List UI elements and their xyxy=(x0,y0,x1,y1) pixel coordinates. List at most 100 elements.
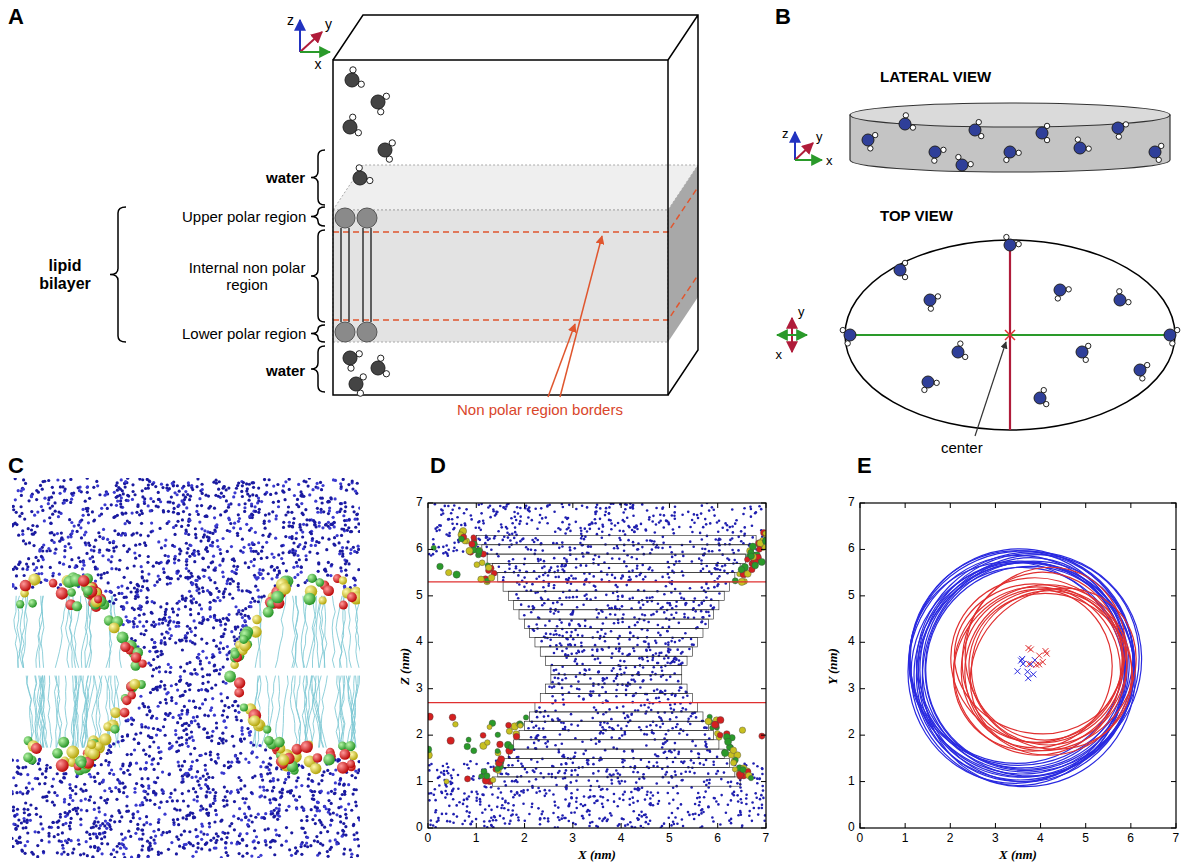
water-dot xyxy=(213,664,216,667)
water-dot xyxy=(133,493,136,496)
water-dot xyxy=(222,575,225,578)
water-dot xyxy=(223,719,226,722)
lipid-tail xyxy=(349,676,358,748)
water-dot xyxy=(51,801,54,804)
water-dot xyxy=(15,574,18,577)
water-dot xyxy=(150,530,153,533)
water-dot xyxy=(213,714,216,717)
water-dot xyxy=(326,500,329,503)
water-dot xyxy=(101,852,104,855)
water-dot xyxy=(68,824,71,827)
water-dot xyxy=(112,742,115,745)
water-dot xyxy=(231,597,234,600)
water-dot xyxy=(136,593,139,596)
water-dot xyxy=(136,810,139,813)
y-axis-arrow xyxy=(795,143,813,160)
water-dot xyxy=(276,483,279,486)
water-dot xyxy=(276,778,279,781)
water-dot xyxy=(129,820,132,823)
water-dot xyxy=(274,517,277,520)
water-dot xyxy=(327,791,330,794)
water-dot xyxy=(206,618,209,621)
oxygen-atom xyxy=(371,361,385,375)
water-dot xyxy=(237,585,240,588)
water-dot xyxy=(136,827,139,830)
water-dot xyxy=(252,743,255,746)
water-dot xyxy=(215,645,218,648)
water-dot xyxy=(264,812,267,815)
water-dot xyxy=(141,570,144,573)
hydrogen-atom xyxy=(903,113,908,118)
x-axis-arrow xyxy=(795,159,822,161)
water-dot xyxy=(165,701,168,704)
water-dot xyxy=(155,734,158,737)
oxygen-atom xyxy=(969,124,981,136)
water-dot xyxy=(135,531,138,534)
water-dot xyxy=(94,539,97,542)
water-dot xyxy=(48,840,51,843)
water-dot xyxy=(67,838,70,841)
water-dot xyxy=(12,505,15,508)
water-dot xyxy=(319,831,322,834)
water-dot xyxy=(141,489,144,492)
water-dot xyxy=(114,515,117,518)
water-dot xyxy=(247,615,250,618)
water-dot xyxy=(93,845,96,848)
water-dot xyxy=(68,803,71,806)
water-dot xyxy=(66,812,69,815)
bilayer-side-face xyxy=(668,165,698,342)
water-dot xyxy=(333,791,336,794)
water-dot xyxy=(232,580,235,583)
water-dot xyxy=(186,625,189,628)
water-dot xyxy=(115,567,118,570)
water-dot xyxy=(158,527,161,530)
water-dot xyxy=(145,596,148,599)
water-dot xyxy=(209,753,212,756)
water-dot xyxy=(241,616,244,619)
water-dot xyxy=(148,842,151,845)
water-dot xyxy=(182,503,185,506)
water-dot xyxy=(347,562,350,565)
water-dot xyxy=(314,814,317,817)
water-dot xyxy=(169,582,172,585)
water-dot xyxy=(322,510,325,513)
water-dot xyxy=(146,856,149,858)
water-dot xyxy=(96,484,99,487)
water-dot xyxy=(36,844,39,847)
water-dot xyxy=(267,572,270,575)
water-dot xyxy=(212,626,215,629)
water-dot xyxy=(240,818,243,821)
water-dot xyxy=(352,793,355,796)
water-dot xyxy=(219,623,222,626)
water-dot xyxy=(334,768,337,771)
water-dot xyxy=(144,725,147,728)
water-dot xyxy=(143,541,146,544)
water-dot xyxy=(316,840,319,843)
water-dot xyxy=(343,510,346,513)
water-dot xyxy=(177,823,180,826)
water-dot xyxy=(184,599,187,602)
water-dot xyxy=(341,552,344,555)
water-dot xyxy=(290,535,293,538)
water-dot xyxy=(77,556,80,559)
water-dot xyxy=(41,509,44,512)
water-dot xyxy=(183,830,186,833)
water-dot xyxy=(324,523,327,526)
water-dot xyxy=(17,563,20,566)
water-dot xyxy=(160,546,163,549)
water-dot xyxy=(125,596,128,599)
oxygen-atom xyxy=(1004,239,1016,251)
water-dot xyxy=(235,715,238,718)
water-dot xyxy=(82,564,85,567)
water-dot xyxy=(201,682,204,685)
water-dot xyxy=(114,598,117,601)
water-dot xyxy=(91,856,94,858)
water-dot xyxy=(336,831,339,834)
water-dot xyxy=(100,763,103,766)
water-dot xyxy=(109,590,112,593)
water-dot xyxy=(45,764,48,767)
water-dot xyxy=(200,527,203,530)
water-dot xyxy=(161,486,164,489)
water-dot xyxy=(225,799,228,802)
water-dot xyxy=(33,514,36,517)
